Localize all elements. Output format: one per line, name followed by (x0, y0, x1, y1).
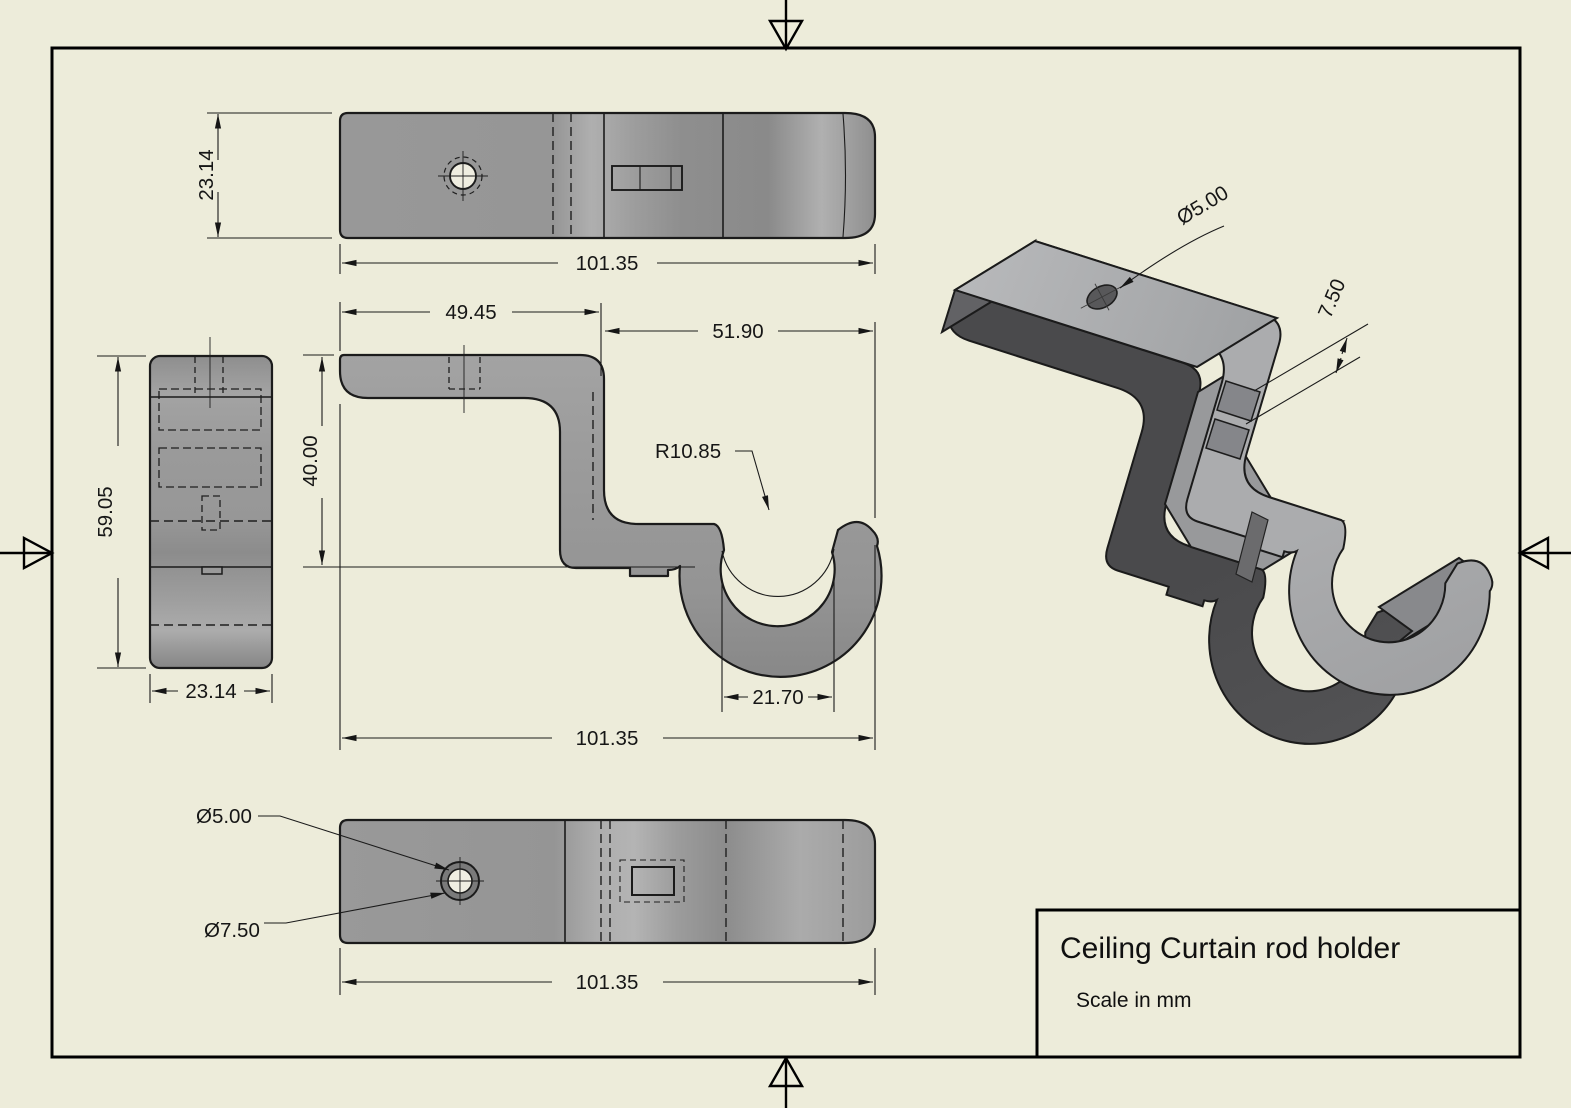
iso-hole-callout: Ø5.00 (1119, 181, 1233, 289)
dim-text-101-35-bottom: 101.35 (576, 971, 639, 994)
top-view: 23.14 101.35 (195, 111, 877, 275)
top-view-hole (438, 151, 488, 201)
iso-ledge-groove (1235, 511, 1269, 583)
isometric-view: Ø5.00 7.50 (860, 181, 1551, 771)
dim-text-21-70: 21.70 (752, 686, 803, 709)
centering-mark-top (767, 0, 805, 52)
top-view-dim-height: 23.14 (195, 112, 332, 239)
bottom-view-counterbore-callout: Ø7.50 (204, 892, 446, 942)
dim-text-dia-7-50: Ø7.50 (204, 919, 260, 942)
dim-text-r10-85: R10.85 (655, 440, 721, 463)
top-view-feature-lines (552, 113, 847, 238)
front-view-dim-length: 101.35 (339, 404, 876, 750)
side-view: 59.05 23.14 (94, 337, 274, 703)
side-view-body (148, 354, 274, 670)
bottom-view: Ø5.00 Ø7.50 101.35 (196, 805, 877, 995)
front-view-dim-right-width: 51.90 (605, 320, 876, 518)
dim-text-dia-5-00: Ø5.00 (196, 805, 252, 828)
front-view: 49.45 51.90 40.00 R10.85 21.70 (299, 301, 883, 750)
dim-text-51-90: 51.90 (712, 320, 763, 343)
dim-text-23-14-side: 23.14 (185, 680, 236, 703)
bottom-view-feature-lines (564, 820, 844, 943)
top-view-body (338, 111, 877, 240)
dim-text-49-45: 49.45 (445, 301, 496, 324)
dim-text-101-35-top: 101.35 (576, 252, 639, 275)
bottom-view-counterbore-hole (436, 857, 484, 905)
title-block-border (1035, 908, 1522, 1059)
dim-text-101-35-front: 101.35 (576, 727, 639, 750)
side-view-feature-lines (150, 337, 272, 626)
bottom-view-dim-length: 101.35 (339, 948, 876, 995)
bottom-view-slot (619, 859, 685, 903)
scale-note: Scale in mm (1076, 989, 1192, 1012)
iso-plate-hole (1080, 283, 1124, 311)
top-view-slot (611, 165, 683, 191)
centering-mark-bottom (767, 1055, 805, 1108)
title-block: Ceiling Curtain rod holder Scale in mm (1035, 908, 1522, 1059)
dim-text-iso-dia-5-00: Ø5.00 (1173, 181, 1233, 229)
dim-text-iso-7-50: 7.50 (1314, 276, 1351, 322)
front-view-dim-left-width: 49.45 (339, 301, 602, 376)
dim-text-40-00: 40.00 (299, 435, 322, 486)
centering-mark-left (0, 535, 55, 571)
drawing-title: Ceiling Curtain rod holder (1060, 932, 1400, 965)
dim-text-23-14: 23.14 (195, 149, 218, 200)
side-view-dim-height: 59.05 (94, 355, 146, 669)
iso-plate-top-face (952, 239, 1280, 369)
iso-body-far (860, 288, 1471, 771)
top-view-dim-length: 101.35 (339, 244, 876, 275)
bottom-view-body (338, 818, 877, 945)
front-view-dim-hook-width: 21.70 (721, 578, 835, 712)
front-view-body (338, 353, 883, 678)
front-view-hidden-lines (448, 345, 594, 520)
side-view-dim-width: 23.14 (149, 674, 273, 703)
front-view-dim-drop: 40.00 (299, 354, 695, 568)
dim-text-59-05: 59.05 (94, 486, 117, 537)
bottom-view-hole-callout: Ø5.00 (196, 805, 450, 871)
front-view-dim-radius: R10.85 (655, 440, 835, 597)
centering-mark-right (1517, 535, 1571, 571)
